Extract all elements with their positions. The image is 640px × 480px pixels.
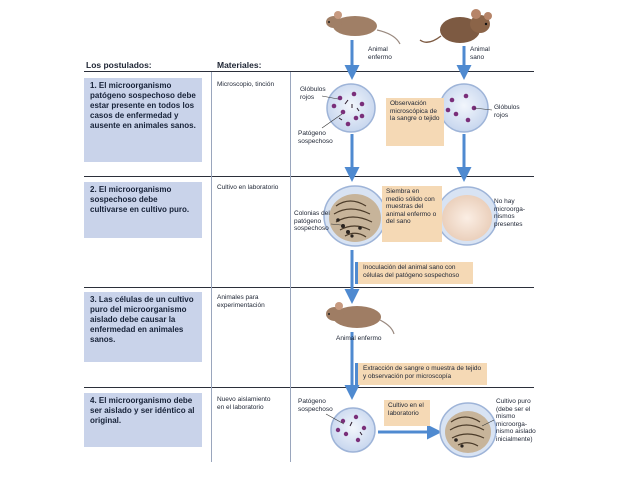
- extraction-note: Extracción de sangre o muestra de tejido…: [355, 363, 487, 385]
- material-4: Nuevo aislamiento en el laboratorio: [217, 396, 271, 411]
- divider: [84, 71, 534, 72]
- healthy-animal-label: Animal sano: [470, 46, 490, 61]
- materials-header: Materiales:: [217, 60, 262, 70]
- colonies-label: Colonias del patógeno sospechoso: [294, 210, 330, 232]
- blood-sample-dish-sick: [326, 83, 376, 133]
- red-cells-label-right: Glóbulos rojos: [494, 104, 520, 119]
- microscopic-observation-note: Observación microscópica de la sangre o …: [386, 98, 444, 146]
- suspect-pathogen-label-1: Patógeno sospechoso: [298, 130, 333, 145]
- lab-culture-note: Cultivo en el laboratorio: [384, 400, 430, 426]
- material-1: Microscopio, tinción: [217, 81, 275, 88]
- sick-mouse-icon: [326, 11, 401, 45]
- column-separator: [290, 72, 291, 462]
- material-3: Animales para experimentación: [217, 294, 265, 309]
- postulate-3: 3. Las células de un cultivo puro del mi…: [84, 292, 202, 362]
- pure-culture-dish: [439, 402, 497, 458]
- material-2: Cultivo en laboratorio: [217, 184, 279, 191]
- divider: [84, 387, 534, 388]
- sick-animal-label: Animal enfermo: [368, 46, 392, 61]
- blood-sample-dish-healthy: [439, 83, 489, 133]
- culture-dish-with-colonies: [323, 185, 387, 247]
- culture-dish-empty: [436, 186, 498, 246]
- inoculated-mouse-icon: [326, 302, 395, 335]
- column-separator: [211, 72, 212, 462]
- sowing-note: Siembra en medio sólido con muestras del…: [382, 186, 442, 242]
- suspect-pathogen-label-4: Patógeno sospechoso: [298, 398, 333, 413]
- blood-sample-dish-reisolation: [330, 407, 376, 453]
- pure-culture-label: Cultivo puro (debe ser el mismo microorg…: [496, 398, 536, 443]
- healthy-mouse-icon: [419, 9, 492, 43]
- divider: [84, 287, 534, 288]
- sick-animal-label-3: Animal enfermo: [336, 335, 382, 342]
- inoculation-note: Inoculación del animal sano con células …: [355, 262, 473, 284]
- postulates-header: Los postulados:: [86, 60, 152, 70]
- no-microorganisms-label: No hay microorga-nismos presentes: [494, 198, 526, 228]
- divider: [84, 176, 534, 177]
- postulate-2: 2. El microorganismo sospechoso debe cul…: [84, 182, 202, 238]
- postulate-4: 4. El microorganismo debe ser aislado y …: [84, 393, 202, 447]
- red-cells-label-left: Glóbulos rojos: [300, 86, 326, 101]
- postulate-1: 1. El microorganismo patógeno sospechoso…: [84, 78, 202, 162]
